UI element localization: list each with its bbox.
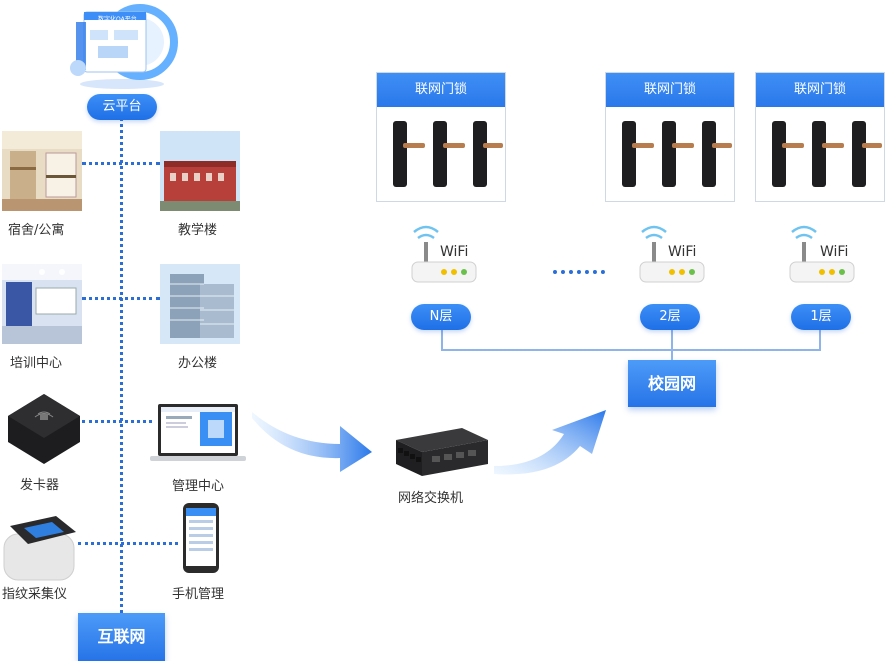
cloud-platform-badge: 云平台 [87, 94, 157, 120]
mobile-management-label: 手机管理 [172, 587, 225, 602]
lock-card-title: 联网门锁 [606, 73, 734, 107]
mobile-phone [183, 503, 219, 573]
dorm-label: 宿舍/公寓 [8, 223, 65, 238]
card-reader-device [8, 394, 80, 464]
training-center-photo [2, 264, 82, 344]
training-center-label: 培训中心 [10, 356, 63, 371]
lock-card-title: 联网门锁 [377, 73, 505, 107]
fingerprint-collector-device [3, 516, 76, 581]
card-reader-label: 发卡器 [20, 478, 60, 493]
campus-network-badge: 校园网 [628, 360, 716, 407]
network-switch-device [396, 428, 488, 476]
floor-connector-lines [441, 326, 821, 360]
office-building-label: 办公楼 [178, 356, 218, 371]
wifi-label-2: WiFi [668, 244, 697, 260]
floor-badge-2: 2层 [640, 304, 700, 330]
internet-badge: 互联网 [78, 613, 165, 661]
network-lock-card-1: 联网门锁 [755, 72, 885, 202]
cloud-screen-title: 数字化OA平台 [98, 16, 137, 23]
ellipsis-dots [553, 270, 605, 274]
fingerprint-collector-label: 指纹采集仪 [2, 587, 68, 602]
network-switch-label: 网络交换机 [398, 491, 464, 506]
door-locks-image [393, 121, 503, 187]
wifi-label-n: WiFi [440, 244, 469, 260]
internet-spine [120, 118, 123, 613]
teaching-building-label: 教学楼 [178, 223, 218, 238]
management-center-laptop [150, 404, 246, 461]
network-lock-card-n: 联网门锁 [376, 72, 506, 202]
wifi-router-1 [789, 225, 855, 283]
network-lock-card-2: 联网门锁 [605, 72, 735, 202]
connector-dorm [82, 162, 160, 165]
arrow-to-campus [494, 410, 606, 475]
connector-card-reader [82, 420, 152, 423]
arrow-to-switch [252, 412, 372, 472]
connector-fingerprint [78, 542, 178, 545]
wifi-label-1: WiFi [820, 244, 849, 260]
lock-card-title: 联网门锁 [756, 73, 884, 107]
teaching-building-photo [160, 131, 240, 211]
door-locks-image [772, 121, 882, 187]
wifi-router-n [411, 225, 477, 283]
door-locks-image [622, 121, 732, 187]
office-building-photo [160, 264, 240, 344]
wifi-router-2 [639, 225, 705, 283]
dorm-photo [2, 131, 82, 211]
floor-badge-n: N层 [411, 304, 471, 330]
floor-badge-1: 1层 [791, 304, 851, 330]
connector-training [82, 297, 160, 300]
cloud-platform-illustration [70, 4, 178, 89]
management-center-label: 管理中心 [172, 479, 225, 494]
